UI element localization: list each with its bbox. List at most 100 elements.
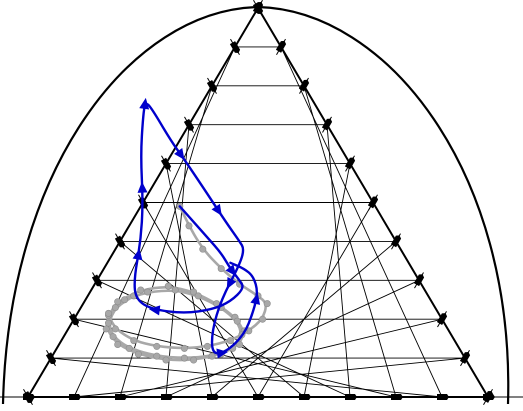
tick-bottom-edge [387, 394, 405, 400]
trajectory-point [208, 352, 216, 360]
trajectory-point [199, 245, 207, 253]
trajectory-point [171, 286, 179, 294]
trajectory-point [153, 352, 161, 360]
tick-stem [368, 194, 378, 211]
trajectory-point [105, 319, 113, 327]
tick-stem [46, 350, 56, 367]
tick-bottom-edge [295, 394, 313, 400]
direction-arrow [148, 305, 161, 316]
tick-stem [69, 311, 79, 328]
trajectory-point [114, 340, 122, 348]
direction-arrow [137, 181, 148, 193]
tick-marks [19, 0, 497, 406]
trajectory-point [109, 333, 117, 341]
tick-stem [414, 272, 424, 289]
tick-stem [207, 77, 217, 94]
tick-right-edge [344, 155, 356, 172]
tick-left-edge [91, 272, 103, 289]
tick-bottom-edge [111, 394, 129, 400]
outer-boundary-arc [1, 5, 510, 405]
trajectory-point [226, 337, 234, 345]
trajectory-point [263, 300, 271, 308]
tick-stem [460, 350, 470, 367]
grid-line [257, 202, 374, 398]
trajectory-point [134, 350, 142, 358]
grid-line [142, 202, 259, 398]
trajectory-point [259, 315, 267, 323]
tick-bottom-edge [479, 394, 497, 400]
tick-stem [322, 116, 332, 133]
tick-bottom-edge [203, 394, 221, 400]
trajectory-point [121, 296, 129, 304]
trajectory-point [125, 344, 133, 352]
tick-right-edge [275, 38, 287, 55]
tick-right-edge [390, 233, 402, 250]
trajectory-point [164, 282, 172, 290]
direction-arrow [225, 264, 237, 277]
tick-bottom-edge [341, 394, 359, 400]
tick-right-edge [367, 194, 379, 211]
tick-left-edge [45, 350, 57, 367]
trajectory-point [153, 342, 161, 350]
direction-arrow [211, 203, 222, 216]
trajectory-point [130, 337, 138, 345]
trajectory-point [162, 356, 170, 364]
tick-bottom-edge [157, 394, 175, 400]
tick-stem [391, 233, 401, 250]
tick-left-edge [114, 233, 126, 250]
direction-arrow [132, 248, 143, 261]
trajectory-primary [132, 97, 261, 359]
tick-left-edge [160, 155, 172, 172]
trajectory-point [217, 265, 225, 273]
direction-arrow [226, 277, 237, 290]
tick-stem [184, 116, 194, 133]
trajectories [102, 97, 271, 364]
tick-bottom-edge [19, 394, 37, 400]
trajectory-point [180, 354, 188, 362]
trajectory-point [203, 342, 211, 350]
tick-stem [161, 155, 171, 172]
trajectory-point [190, 356, 198, 364]
tick-left-edge [68, 311, 80, 328]
tick-right-edge [436, 311, 448, 328]
tick-right-edge [252, 0, 264, 17]
tick-left-edge [229, 38, 241, 55]
trajectory-point [102, 325, 110, 333]
trajectory-point [180, 344, 188, 352]
trajectory-point [111, 325, 119, 333]
direction-arrow [174, 148, 185, 160]
grid-line [50, 357, 443, 398]
tick-stem [92, 272, 102, 289]
tick-bottom-edge [249, 394, 267, 400]
trajectory-point [111, 304, 119, 312]
direction-arrow [139, 97, 150, 110]
trajectory-point [190, 288, 198, 296]
trajectory-point [114, 298, 122, 306]
tick-stem [230, 38, 240, 55]
tick-stem [276, 38, 286, 55]
trajectory-point [194, 292, 202, 300]
tick-stem [253, 0, 263, 17]
tick-stem [115, 233, 125, 250]
tick-right-edge [298, 77, 310, 94]
triangular-grid [50, 46, 466, 398]
tick-stem [299, 77, 309, 94]
trajectory-point [105, 309, 113, 317]
tick-stem [345, 155, 355, 172]
trajectory-point [236, 340, 244, 348]
trajectory-point [144, 288, 152, 296]
trajectory-point [137, 286, 145, 294]
tick-right-edge [459, 350, 471, 367]
tick-right-edge [321, 116, 333, 133]
tick-right-edge [413, 272, 425, 289]
grid-line [73, 357, 466, 398]
tick-bottom-edge [433, 394, 451, 400]
tick-bottom-edge [65, 394, 83, 400]
direction-arrow [250, 293, 261, 305]
tick-left-edge [206, 77, 218, 94]
trajectory-point [233, 317, 241, 325]
direction-arrow [216, 348, 228, 359]
tick-left-edge [183, 116, 195, 133]
tick-stem [437, 311, 447, 328]
